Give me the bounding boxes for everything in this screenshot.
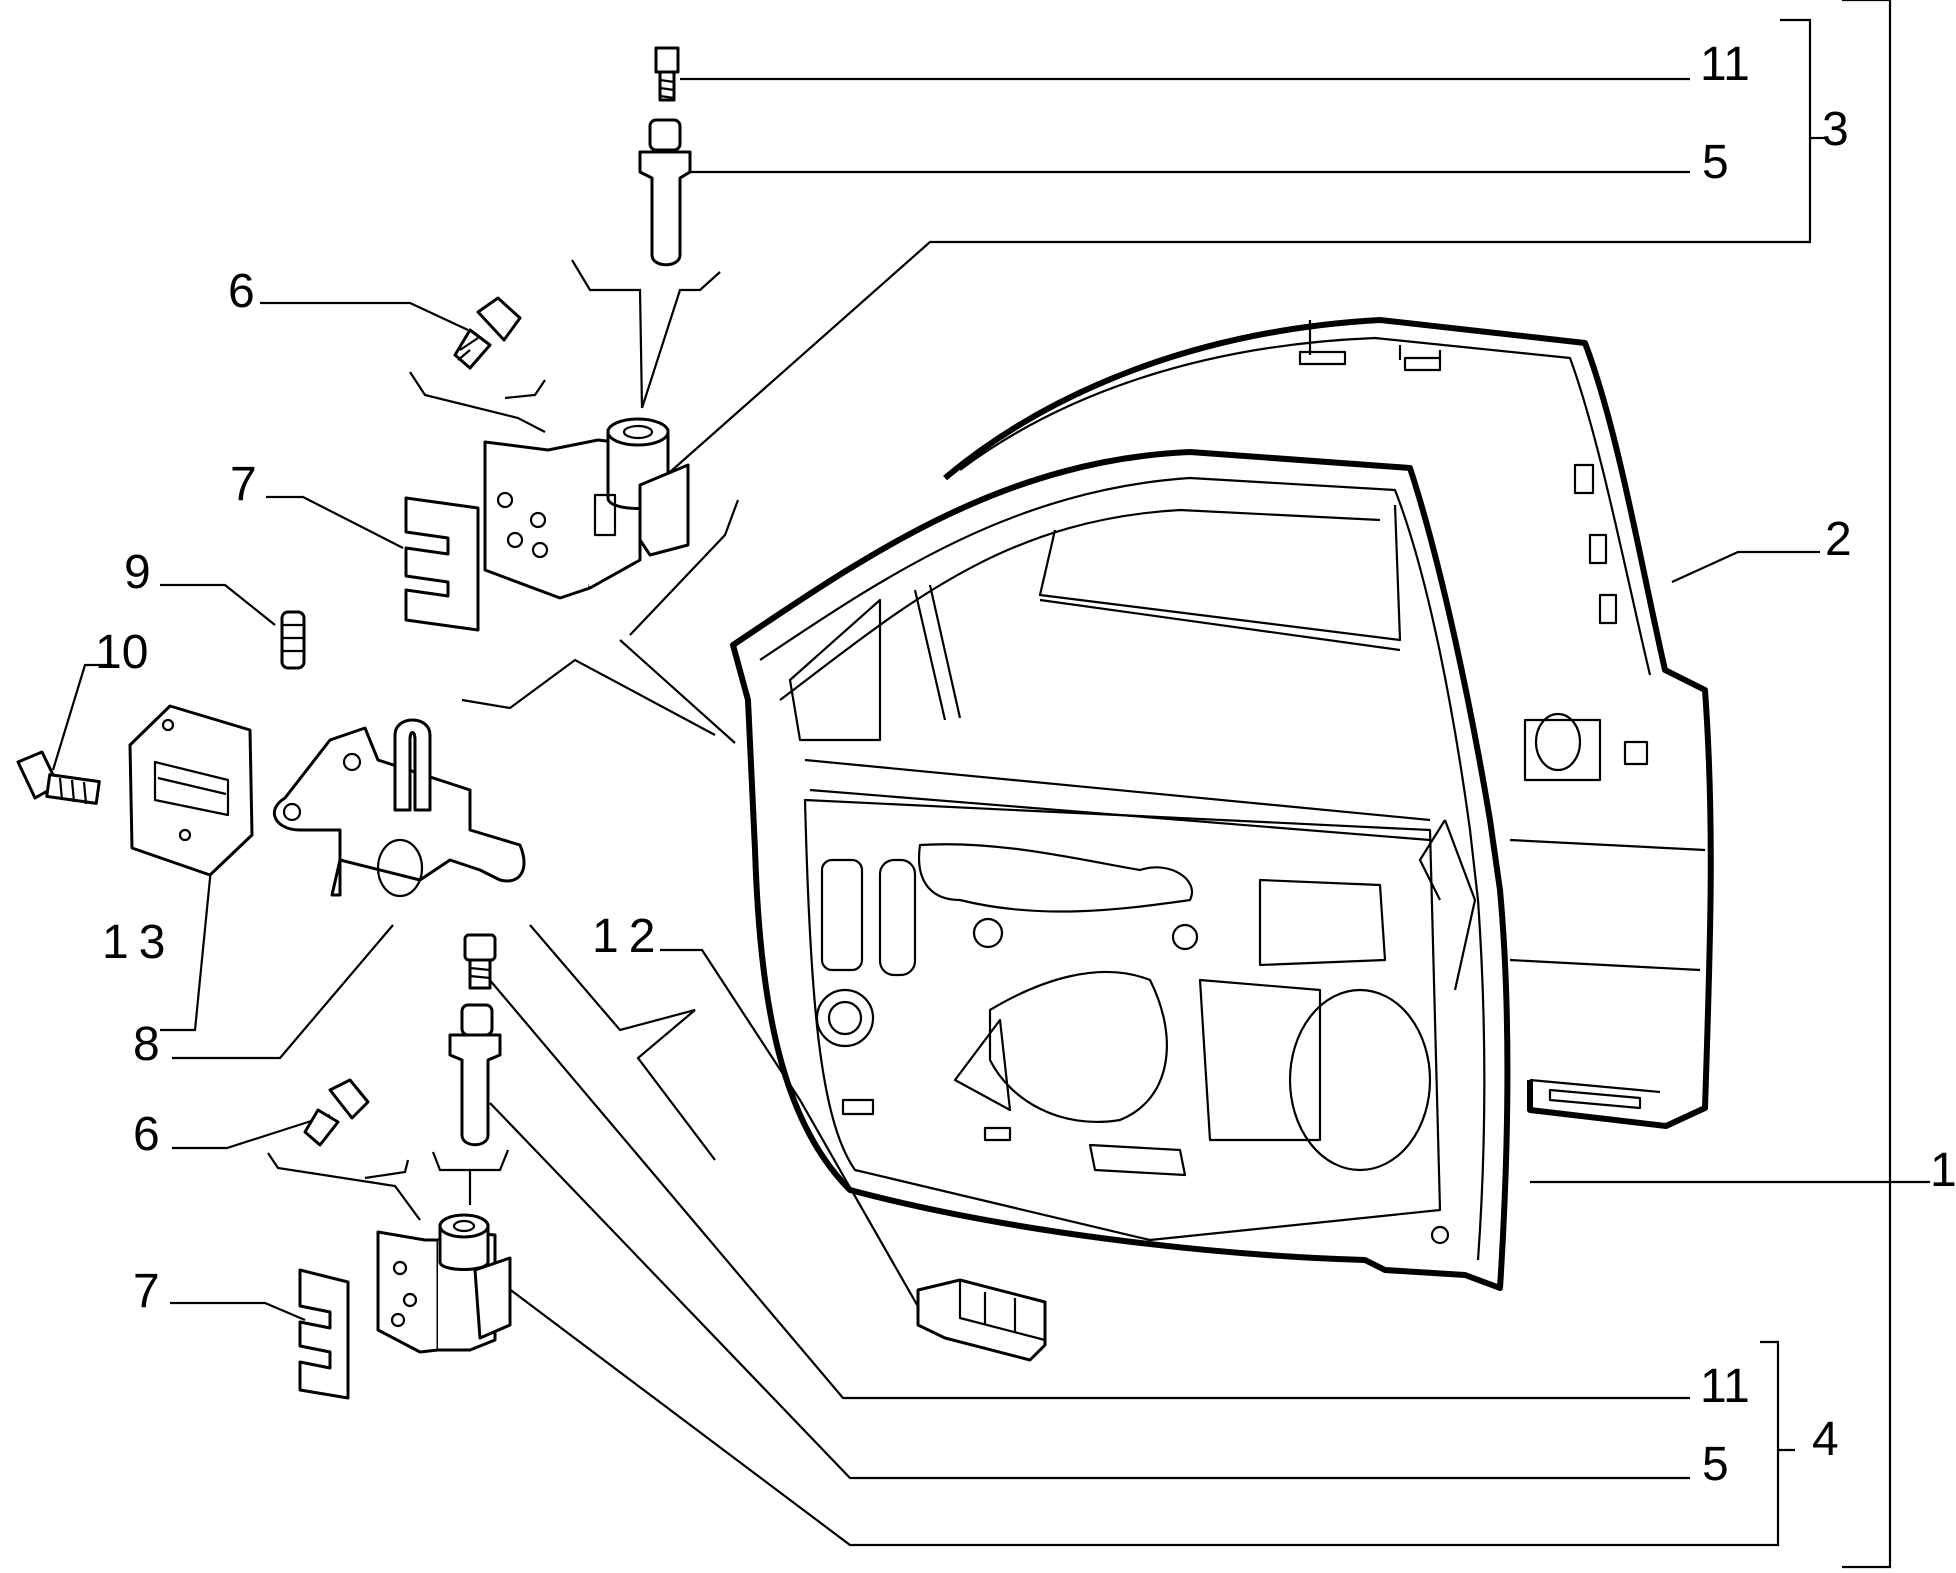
hinge-pin-5-bottom xyxy=(448,1003,502,1147)
callout-5-bottom: 5 xyxy=(1702,1438,1729,1491)
callout-7-bottom: 7 xyxy=(133,1265,160,1318)
callout-9: 9 xyxy=(124,546,151,599)
outer-door-panel xyxy=(943,317,1714,1129)
callout-11-bottom: 11 xyxy=(1700,1360,1750,1413)
check-strap-8 xyxy=(272,718,526,898)
callout-11-top: 11 xyxy=(1700,38,1750,91)
callout-10: 10 xyxy=(95,626,148,679)
bolt-11-top xyxy=(654,46,680,102)
callout-6-bottom: 6 xyxy=(133,1108,160,1161)
leader-lines xyxy=(51,0,1930,1569)
bolt-11-bottom xyxy=(463,933,497,990)
callout-labels: 11 5 3 6 7 2 9 10 13 12 8 6 1 7 11 5 4 xyxy=(95,38,1956,1491)
shim-7-bottom xyxy=(298,1268,350,1400)
callout-5-top: 5 xyxy=(1702,136,1729,189)
callout-8: 8 xyxy=(133,1018,160,1071)
grub-screw-9 xyxy=(280,610,306,670)
callout-13: 13 xyxy=(102,916,175,969)
callout-2: 2 xyxy=(1825,513,1852,566)
callout-1: 1 xyxy=(1930,1144,1956,1197)
callout-3: 3 xyxy=(1822,103,1849,156)
callout-4: 4 xyxy=(1812,1413,1839,1466)
bolt-10 xyxy=(16,750,101,805)
screw-6-top xyxy=(453,296,522,370)
plate-13 xyxy=(128,704,254,877)
lower-hinge-4 xyxy=(376,1213,512,1354)
shim-7-top xyxy=(404,496,480,632)
upper-hinge-3 xyxy=(483,417,690,600)
callout-6-top: 6 xyxy=(228,265,255,318)
inner-door-frame xyxy=(730,449,1511,1291)
screw-6-bottom xyxy=(303,1078,370,1147)
hinge-pin-5-top xyxy=(638,118,692,267)
callout-12: 12 xyxy=(592,910,665,963)
bump-stop-12 xyxy=(916,1278,1047,1362)
callout-7-top: 7 xyxy=(230,458,257,511)
